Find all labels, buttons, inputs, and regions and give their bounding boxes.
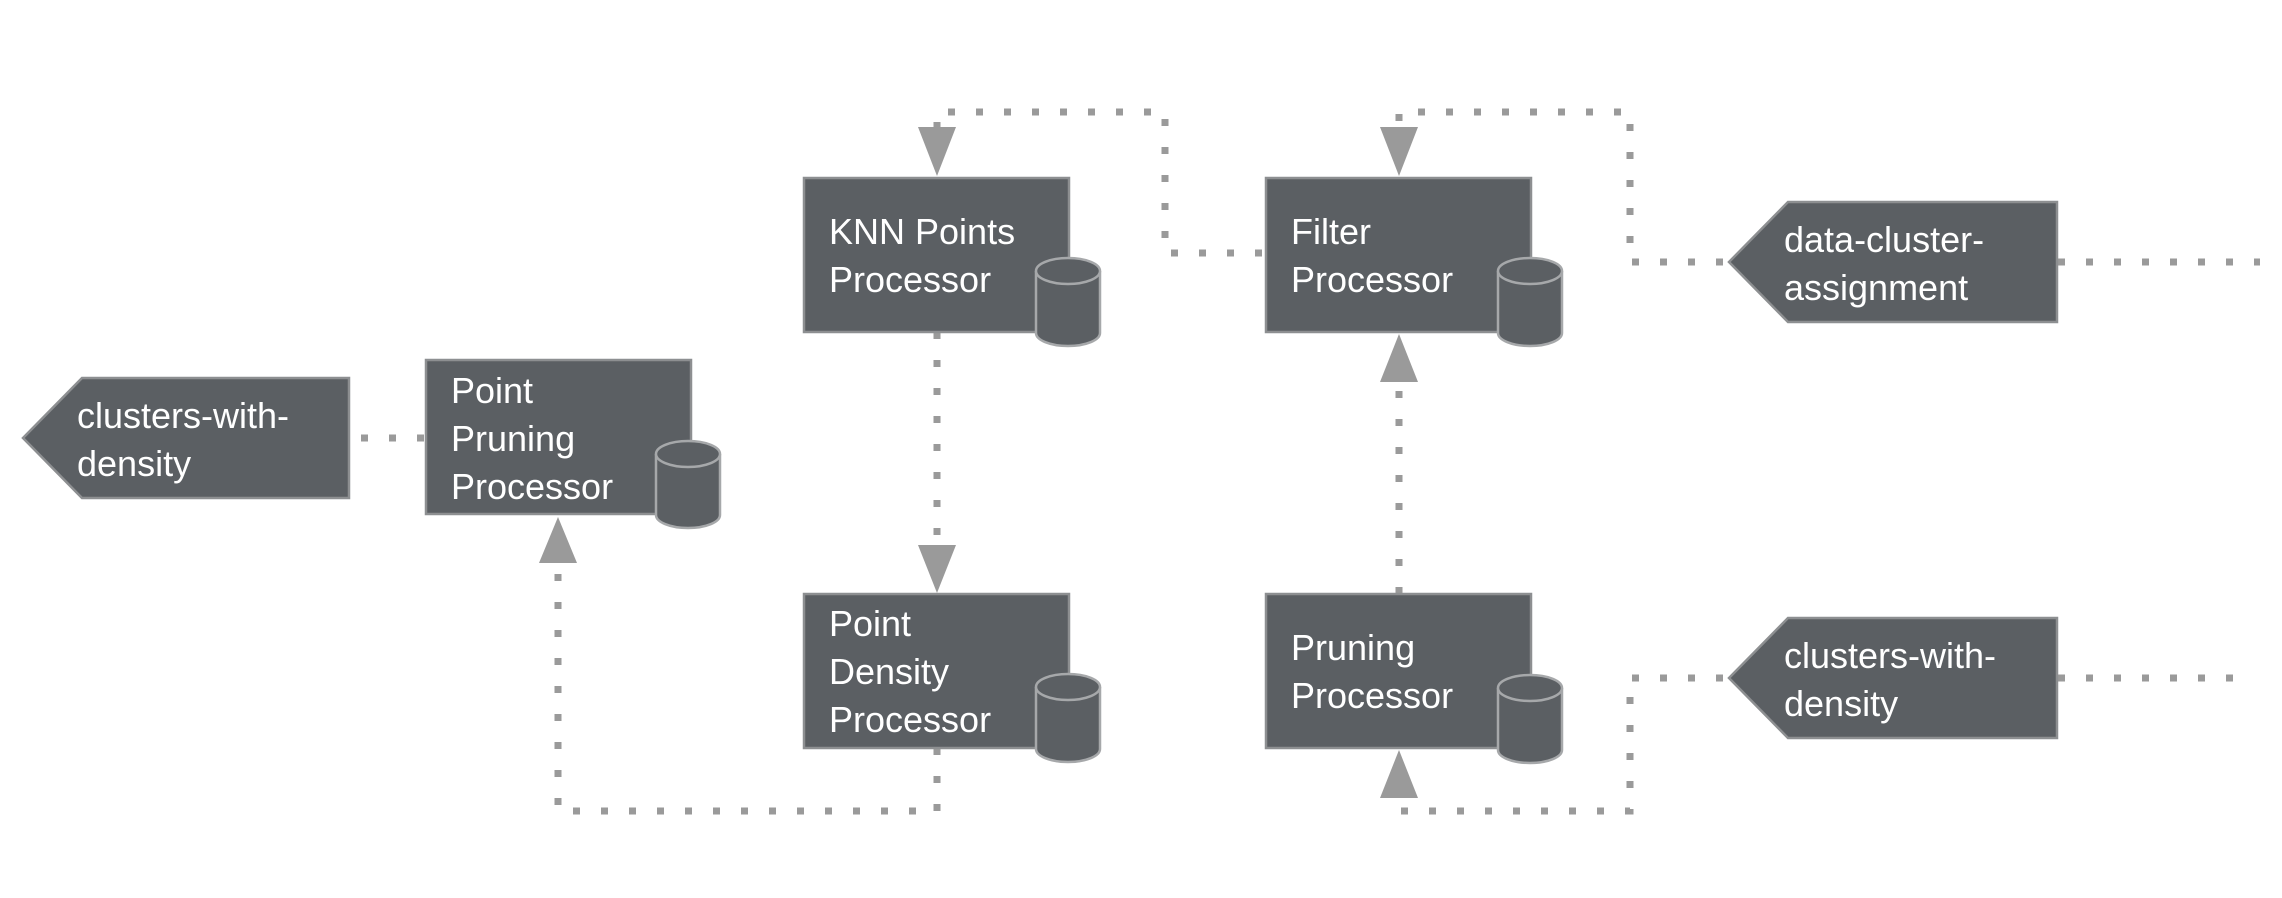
processor-label: Filter Processor xyxy=(1291,211,1453,300)
database-icon xyxy=(1034,672,1102,764)
connector-point-density-to-point-pruning xyxy=(554,563,941,815)
arrowheads xyxy=(539,127,1418,798)
topic-label: clusters-with- density xyxy=(77,395,299,484)
connector-data-cluster-assignment-to-filter xyxy=(1395,108,1723,266)
processor-filter[interactable]: Filter Processor xyxy=(1264,176,1564,348)
arrowhead-into-knn xyxy=(918,127,956,176)
processor-point-density[interactable]: Point Density Processor xyxy=(802,592,1102,764)
arrowhead-into-pruning xyxy=(1380,750,1418,798)
arrowhead-into-point-density xyxy=(918,545,956,593)
processor-label: Pruning Processor xyxy=(1291,627,1453,716)
topic-data-cluster-assignment[interactable]: data-cluster- assignment xyxy=(1727,200,2059,324)
topic-shape xyxy=(1727,200,2059,324)
database-icon xyxy=(1496,673,1564,765)
database-icon xyxy=(1034,256,1102,348)
topic-shape xyxy=(1727,616,2059,740)
database-icon xyxy=(654,439,722,530)
topic-label: data-cluster- assignment xyxy=(1784,219,1994,308)
processor-label: KNN Points Processor xyxy=(829,211,1025,300)
database-icon xyxy=(1496,256,1564,348)
processor-box xyxy=(1264,176,1533,334)
arrowhead-into-filter-bottom xyxy=(1380,334,1418,382)
topic-clusters-with-density-output[interactable]: clusters-with- density xyxy=(21,376,351,500)
processor-box xyxy=(802,176,1071,334)
processor-box xyxy=(1264,592,1533,750)
processor-label: Point Pruning Processor xyxy=(451,370,613,507)
topic-label: clusters-with- density xyxy=(1784,635,2006,724)
processor-label: Point Density Processor xyxy=(829,603,991,740)
arrowhead-into-point-pruning xyxy=(539,517,577,563)
processor-box xyxy=(802,592,1071,750)
arrowhead-into-filter-top xyxy=(1380,127,1418,176)
processor-point-pruning[interactable]: Point Pruning Processor xyxy=(424,358,722,530)
topic-shape xyxy=(21,376,351,500)
processor-knn-points[interactable]: KNN Points Processor xyxy=(802,176,1102,348)
topic-clusters-with-density-input[interactable]: clusters-with- density xyxy=(1727,616,2059,740)
processor-pruning[interactable]: Pruning Processor xyxy=(1264,592,1564,765)
processor-box xyxy=(424,358,693,516)
connector-input-topic-to-pruning xyxy=(1395,674,1723,815)
